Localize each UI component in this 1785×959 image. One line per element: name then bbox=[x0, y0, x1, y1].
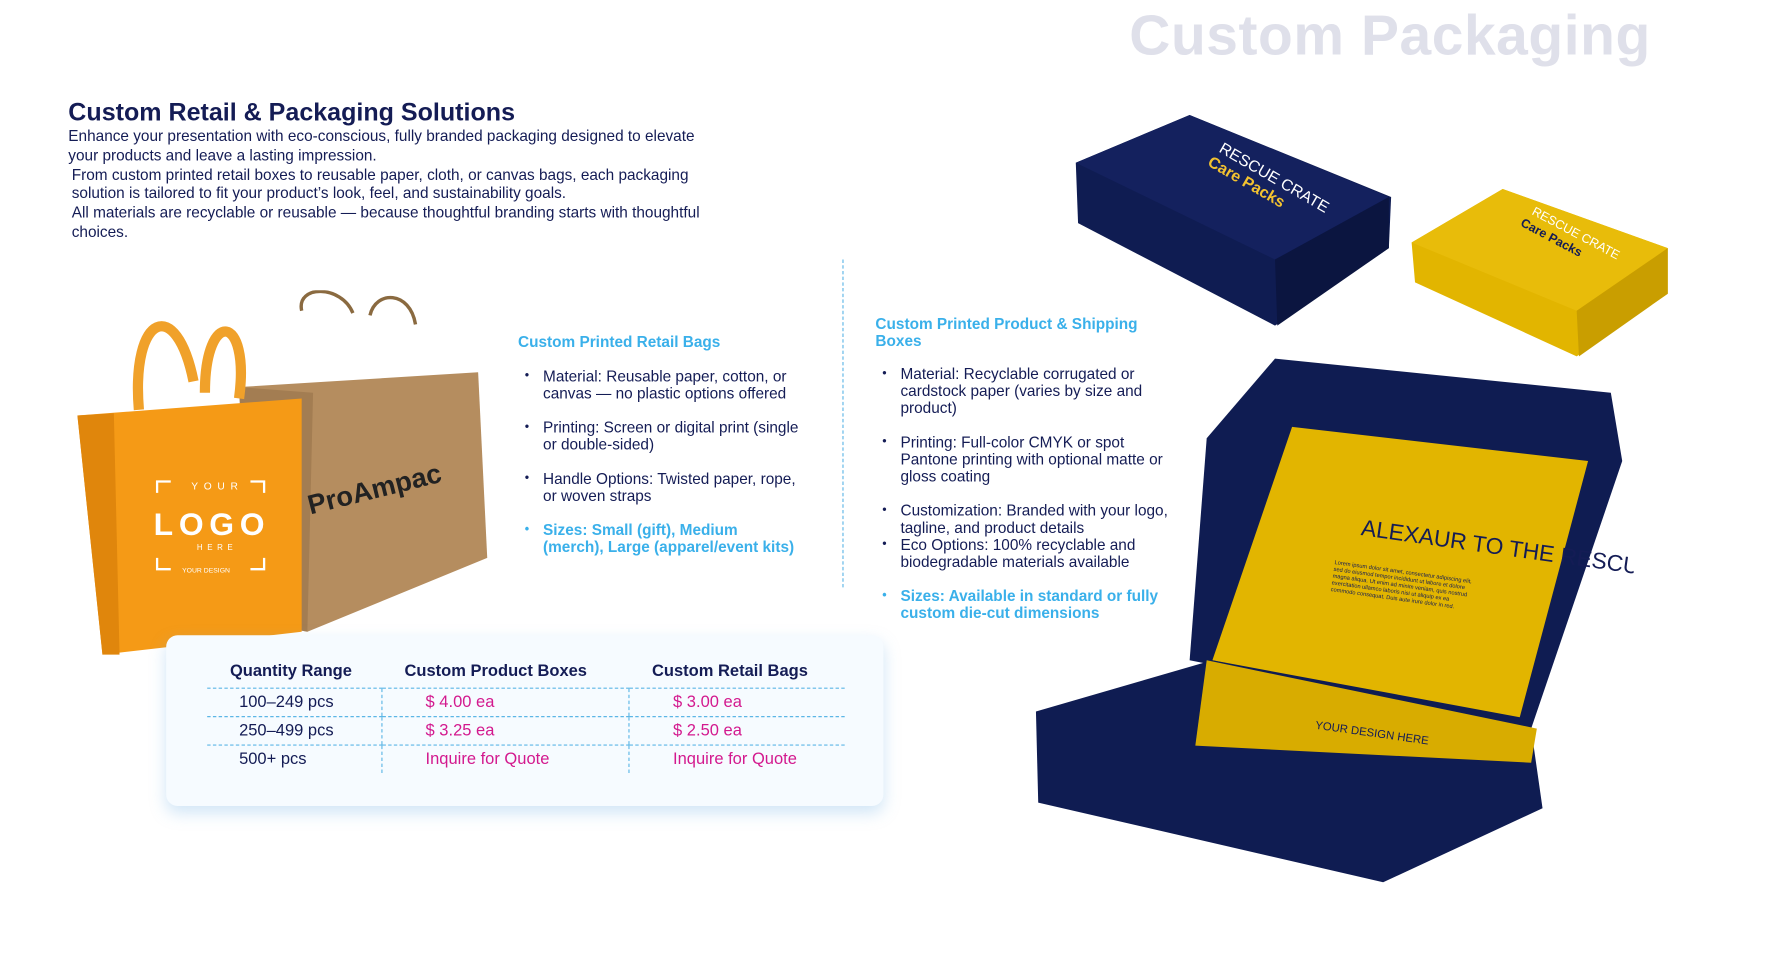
pricing-table: Quantity Range Custom Product Boxes Cust… bbox=[207, 655, 845, 773]
box-price-cell: Inquire for Quote bbox=[381, 745, 630, 773]
bags-bullet: Printing: Screen or digital print (singl… bbox=[518, 419, 803, 453]
bag-text: YOUR DESIGN bbox=[182, 568, 230, 575]
mailer-box-image: ALEXAUR TO THE RESCUE YOUR DESIGN HERE bbox=[1035, 358, 1634, 883]
intro-text: Enhance your presentation with eco-consc… bbox=[68, 128, 706, 243]
bag-price-cell: $ 2.50 ea bbox=[628, 716, 845, 746]
boxes-bullet: Material: Recyclable corrugated or cards… bbox=[875, 365, 1177, 416]
bag-text: YOUR bbox=[191, 482, 243, 493]
box-price-cell: $ 3.25 ea bbox=[381, 716, 630, 746]
bag-price-cell: $ 3.00 ea bbox=[628, 688, 845, 718]
boxes-bullet: Eco Options: 100% recyclable and biodegr… bbox=[875, 536, 1177, 570]
boxes-heading: Custom Printed Product & Shipping Boxes bbox=[875, 315, 1138, 350]
bags-bullet: Material: Reusable paper, cotton, or can… bbox=[518, 368, 803, 402]
table-row: 100–249 pcs $ 4.00 ea $ 3.00 ea bbox=[207, 688, 845, 718]
box-price-cell: $ 4.00 ea bbox=[381, 688, 630, 718]
table-row: 250–499 pcs $ 3.25 ea $ 2.50 ea bbox=[207, 716, 845, 746]
bags-heading: Custom Printed Retail Bags bbox=[517, 333, 721, 351]
watermark-title: Custom Packaging bbox=[1129, 3, 1651, 68]
section-divider bbox=[842, 259, 844, 588]
column-header: Quantity Range bbox=[207, 655, 382, 689]
column-header: Custom Retail Bags bbox=[629, 655, 845, 689]
boxes-section: Custom Printed Product & Shipping Boxes … bbox=[875, 315, 1177, 621]
bags-bullet: Handle Options: Twisted paper, rope, or … bbox=[518, 470, 803, 504]
bag-text: HERE bbox=[197, 543, 237, 552]
bag-text: LOGO bbox=[154, 506, 271, 542]
table-row: 500+ pcs Inquire for Quote Inquire for Q… bbox=[207, 745, 845, 773]
quantity-cell: 250–499 pcs bbox=[207, 716, 382, 746]
intro-paragraph: Enhance your presentation with eco-consc… bbox=[68, 127, 695, 164]
boxes-bullet: Customization: Branded with your logo, t… bbox=[875, 502, 1177, 536]
quantity-cell: 500+ pcs bbox=[239, 750, 307, 769]
intro-paragraph: All materials are recyclable or reusable… bbox=[71, 203, 700, 241]
intro-paragraph: From custom printed retail boxes to reus… bbox=[71, 165, 689, 202]
page-title: Custom Retail & Packaging Solutions bbox=[68, 97, 516, 127]
bag-price-cell: Inquire for Quote bbox=[628, 745, 845, 773]
column-header: Custom Product Boxes bbox=[381, 655, 630, 689]
bags-bullet: Sizes: Small (gift), Medium (merch), Lar… bbox=[518, 521, 803, 555]
boxes-bullet: Sizes: Available in standard or fully cu… bbox=[875, 587, 1177, 621]
pricing-card: Quantity Range Custom Product Boxes Cust… bbox=[166, 635, 884, 806]
quantity-cell: 100–249 pcs bbox=[207, 688, 382, 718]
closed-boxes-image: RESCUE CRATE Care Packs RESCUE CRATE Car… bbox=[1075, 114, 1668, 357]
retail-bags-image: ProAmpac YOUR LOGO HERE YOUR DESIGN bbox=[77, 290, 488, 655]
boxes-bullet: Printing: Full-color CMYK or spot Panton… bbox=[875, 434, 1177, 485]
bags-section: Custom Printed Retail Bags Material: Reu… bbox=[518, 334, 803, 556]
